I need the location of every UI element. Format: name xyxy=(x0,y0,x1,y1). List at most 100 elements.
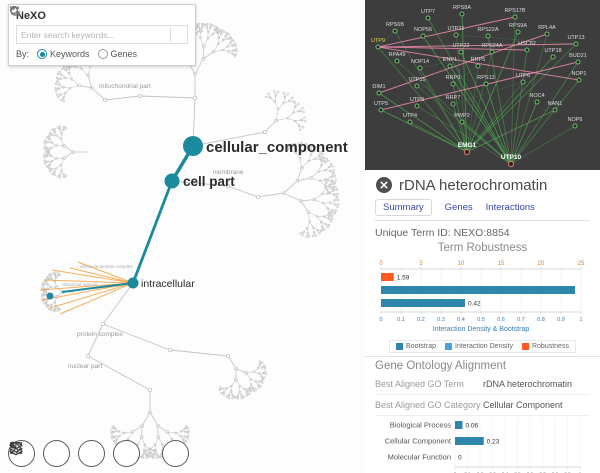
network-node-DIM1[interactable] xyxy=(376,90,382,96)
tree-node-label: cell part xyxy=(183,174,235,189)
tree-node-cell-part[interactable] xyxy=(164,173,180,189)
bar-interaction-density xyxy=(381,299,465,307)
network-node-PWP2[interactable] xyxy=(459,119,465,125)
network-node-label: NOP56 xyxy=(414,27,432,33)
network-node-label: BUD21 xyxy=(569,53,587,59)
network-node-NOP1[interactable] xyxy=(576,77,582,83)
search-panel: NeXO By: Keywords xyxy=(8,4,196,66)
network-node-UTP10[interactable] xyxy=(507,160,515,168)
network-node-label: UTP9 xyxy=(371,38,385,44)
robustness-section-title: Term Robustness xyxy=(437,242,528,254)
network-node-NAN1[interactable] xyxy=(552,107,558,113)
fit-screen-button[interactable] xyxy=(10,440,105,467)
network-node-RPS13[interactable] xyxy=(483,81,489,87)
radio-keywords-dot[interactable] xyxy=(37,49,48,59)
network-node-UTP9[interactable] xyxy=(375,44,381,50)
network-node-UTP6[interactable] xyxy=(520,79,526,85)
svg-text:0.4: 0.4 xyxy=(502,471,509,473)
app-title: NeXO xyxy=(16,10,46,22)
svg-text:0.5: 0.5 xyxy=(477,317,485,323)
svg-text:0.9: 0.9 xyxy=(564,471,571,473)
search-box[interactable] xyxy=(9,5,188,44)
svg-text:0.9: 0.9 xyxy=(557,317,565,323)
network-node-RPS9A[interactable] xyxy=(515,29,521,35)
network-node-UTP5[interactable] xyxy=(378,107,384,113)
network-node-RPL4A[interactable] xyxy=(544,31,550,37)
network-node-ENP1[interactable] xyxy=(447,63,453,69)
tree-node-label: intracellular xyxy=(141,278,195,290)
network-node-NOC4[interactable] xyxy=(534,99,540,105)
network-node-RRP9[interactable] xyxy=(450,81,456,87)
network-node-label: ENP1 xyxy=(443,57,457,63)
network-node-label: UTP6 xyxy=(516,73,530,79)
legend-swatch xyxy=(396,343,404,350)
layers-icon xyxy=(9,441,23,456)
network-node-RPS6B[interactable] xyxy=(392,28,398,34)
svg-text:0.7: 0.7 xyxy=(539,471,546,473)
network-node-label: DIM1 xyxy=(372,84,385,90)
bar-bootstrap xyxy=(381,286,575,294)
search-input[interactable] xyxy=(19,28,142,41)
network-node-RPS17B[interactable] xyxy=(512,14,518,20)
network-node-NOP6[interactable] xyxy=(572,123,578,129)
network-node-BUD21[interactable] xyxy=(575,59,581,65)
reset-icon[interactable] xyxy=(10,6,170,42)
network-node-RPS22A[interactable] xyxy=(485,33,491,39)
network-node-UTP7[interactable] xyxy=(425,15,431,21)
network-node-label: UTP22 xyxy=(452,43,469,49)
term-detail-panel: rDNA heterochromatin Summary Genes Interac… xyxy=(365,170,600,473)
network-node-EMG1[interactable] xyxy=(463,148,471,156)
tab-summary[interactable]: Summary xyxy=(375,199,432,216)
tree-node-cellular-component[interactable] xyxy=(183,136,203,156)
svg-text:0: 0 xyxy=(454,471,457,473)
network-node-UTP18[interactable] xyxy=(550,54,556,60)
double-chevron-button[interactable] xyxy=(11,440,140,467)
network-node-RRP5[interactable] xyxy=(475,63,481,69)
align-category-label: Molecular Function xyxy=(388,453,451,462)
tab-genes[interactable]: Genes xyxy=(444,202,473,213)
network-node-UTP4[interactable] xyxy=(407,119,413,125)
network-node-UTP15[interactable] xyxy=(414,83,420,89)
svg-text:0.8: 0.8 xyxy=(552,471,559,473)
radio-genes-dot[interactable] xyxy=(97,49,108,59)
network-node-RRP7[interactable] xyxy=(450,101,456,107)
svg-text:1.59: 1.59 xyxy=(397,275,410,282)
svg-text:5: 5 xyxy=(419,261,423,267)
network-node-UTP22[interactable] xyxy=(458,49,464,55)
network-node-label: NAN1 xyxy=(548,101,563,107)
network-node-UTP8[interactable] xyxy=(414,103,420,109)
network-node-label: NOC4 xyxy=(529,93,544,99)
network-node-RPS8A[interactable] xyxy=(459,11,465,17)
tree-branch-label: protein complex xyxy=(77,331,124,338)
network-node-RPS24A[interactable] xyxy=(489,49,495,55)
network-node-UTP13[interactable] xyxy=(573,41,579,47)
zoom-out-button[interactable] xyxy=(9,440,70,467)
bar-robustness xyxy=(381,273,394,281)
close-icon[interactable] xyxy=(375,176,393,194)
tab-interactions[interactable]: Interactions xyxy=(485,202,535,213)
term-title: rDNA heterochromatin xyxy=(399,176,548,194)
dropdown-caret-icon[interactable] xyxy=(9,6,185,42)
go-row-value: rDNA heterochromatin xyxy=(483,379,573,389)
network-node-HSC82[interactable] xyxy=(524,47,530,53)
view-toolbar xyxy=(8,440,189,467)
legend-item-robustness: Robustness xyxy=(521,343,569,350)
go-row-value: Cellular Component xyxy=(483,400,563,410)
network-node-RPA49[interactable] xyxy=(394,58,400,64)
network-node-NOP56[interactable] xyxy=(420,33,426,39)
radio-keywords[interactable]: Keywords xyxy=(37,49,90,59)
search-icon[interactable] xyxy=(9,5,156,42)
tree-cluster-label: ribonucleoprotein complex xyxy=(80,264,133,269)
network-node-UTP21[interactable] xyxy=(453,32,459,38)
tree-node-selected-term[interactable] xyxy=(46,292,54,300)
layers-button[interactable] xyxy=(9,440,189,467)
radio-genes[interactable]: Genes xyxy=(97,49,137,59)
tree-node-intracellular[interactable] xyxy=(127,277,139,289)
network-node-NOP14[interactable] xyxy=(417,65,423,71)
